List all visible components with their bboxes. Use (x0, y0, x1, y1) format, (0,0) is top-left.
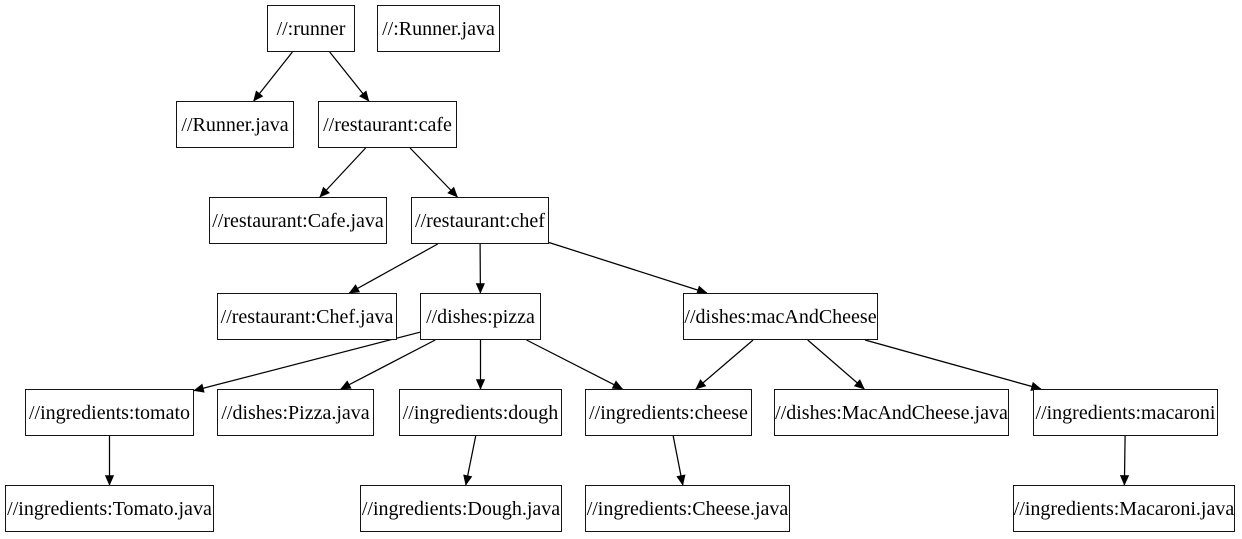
graph-edge-chef-to-chef-java (348, 243, 439, 294)
graph-edge-runner-to-cafe (329, 51, 370, 102)
graph-node-pizza-java: //dishes:Pizza.java (217, 389, 374, 436)
graph-node-tomato: //ingredients:tomato (25, 389, 194, 436)
graph-edge-macaroni-to-macaroni-java (1119, 435, 1130, 486)
graph-edge-pizza-to-tomato (193, 331, 421, 393)
graph-edge-mac-and-cheese-to-mac-java (807, 339, 865, 390)
graph-edge-pizza-to-pizza-java (340, 339, 436, 390)
graph-node-cafe-java: //restaurant:Cafe.java (209, 197, 387, 244)
graph-node-mac-and-cheese: //dishes:macAndCheese (683, 293, 878, 340)
graph-edge-cafe-to-chef (409, 147, 458, 198)
graph-node-runner-java: //Runner.java (176, 101, 294, 148)
graph-node-dough-java: //ingredients:Dough.java (360, 485, 562, 532)
edges-group (104, 51, 1130, 486)
graph-node-chef: //restaurant:chef (411, 197, 549, 244)
graph-node-dough: //ingredients:dough (399, 389, 562, 436)
graph-edge-pizza-to-cheese (526, 339, 624, 390)
graph-node-runner-java-top: //:Runner.java (377, 5, 500, 52)
graph-edge-cheese-to-cheese-java (672, 435, 686, 486)
graph-node-macaroni-java: //ingredients:Macaroni.java (1013, 485, 1235, 532)
graph-node-cheese-java: //ingredients:Cheese.java (585, 485, 790, 532)
graph-node-mac-java: //dishes:MacAndCheese.java (774, 389, 1009, 436)
graph-node-macaroni: //ingredients:macaroni (1033, 389, 1218, 436)
graph-edge-mac-and-cheese-to-macaroni (864, 339, 1042, 391)
graph-node-chef-java: //restaurant:Chef.java (217, 293, 397, 340)
graph-node-cheese: //ingredients:cheese (585, 389, 752, 436)
graph-edge-dough-to-dough-java (463, 435, 477, 486)
graph-node-runner: //:runner (267, 5, 355, 52)
graph-node-cafe: //restaurant:cafe (318, 101, 457, 148)
graph-edge-runner-to-runner-java (253, 51, 293, 102)
graph-node-tomato-java: //ingredients:Tomato.java (5, 485, 214, 532)
graph-edge-cafe-to-cafe-java (319, 147, 367, 198)
graph-node-pizza: //dishes:pizza (420, 293, 541, 340)
graph-edge-chef-to-mac-and-cheese (548, 241, 708, 295)
graph-edge-mac-and-cheese-to-cheese (695, 339, 754, 390)
